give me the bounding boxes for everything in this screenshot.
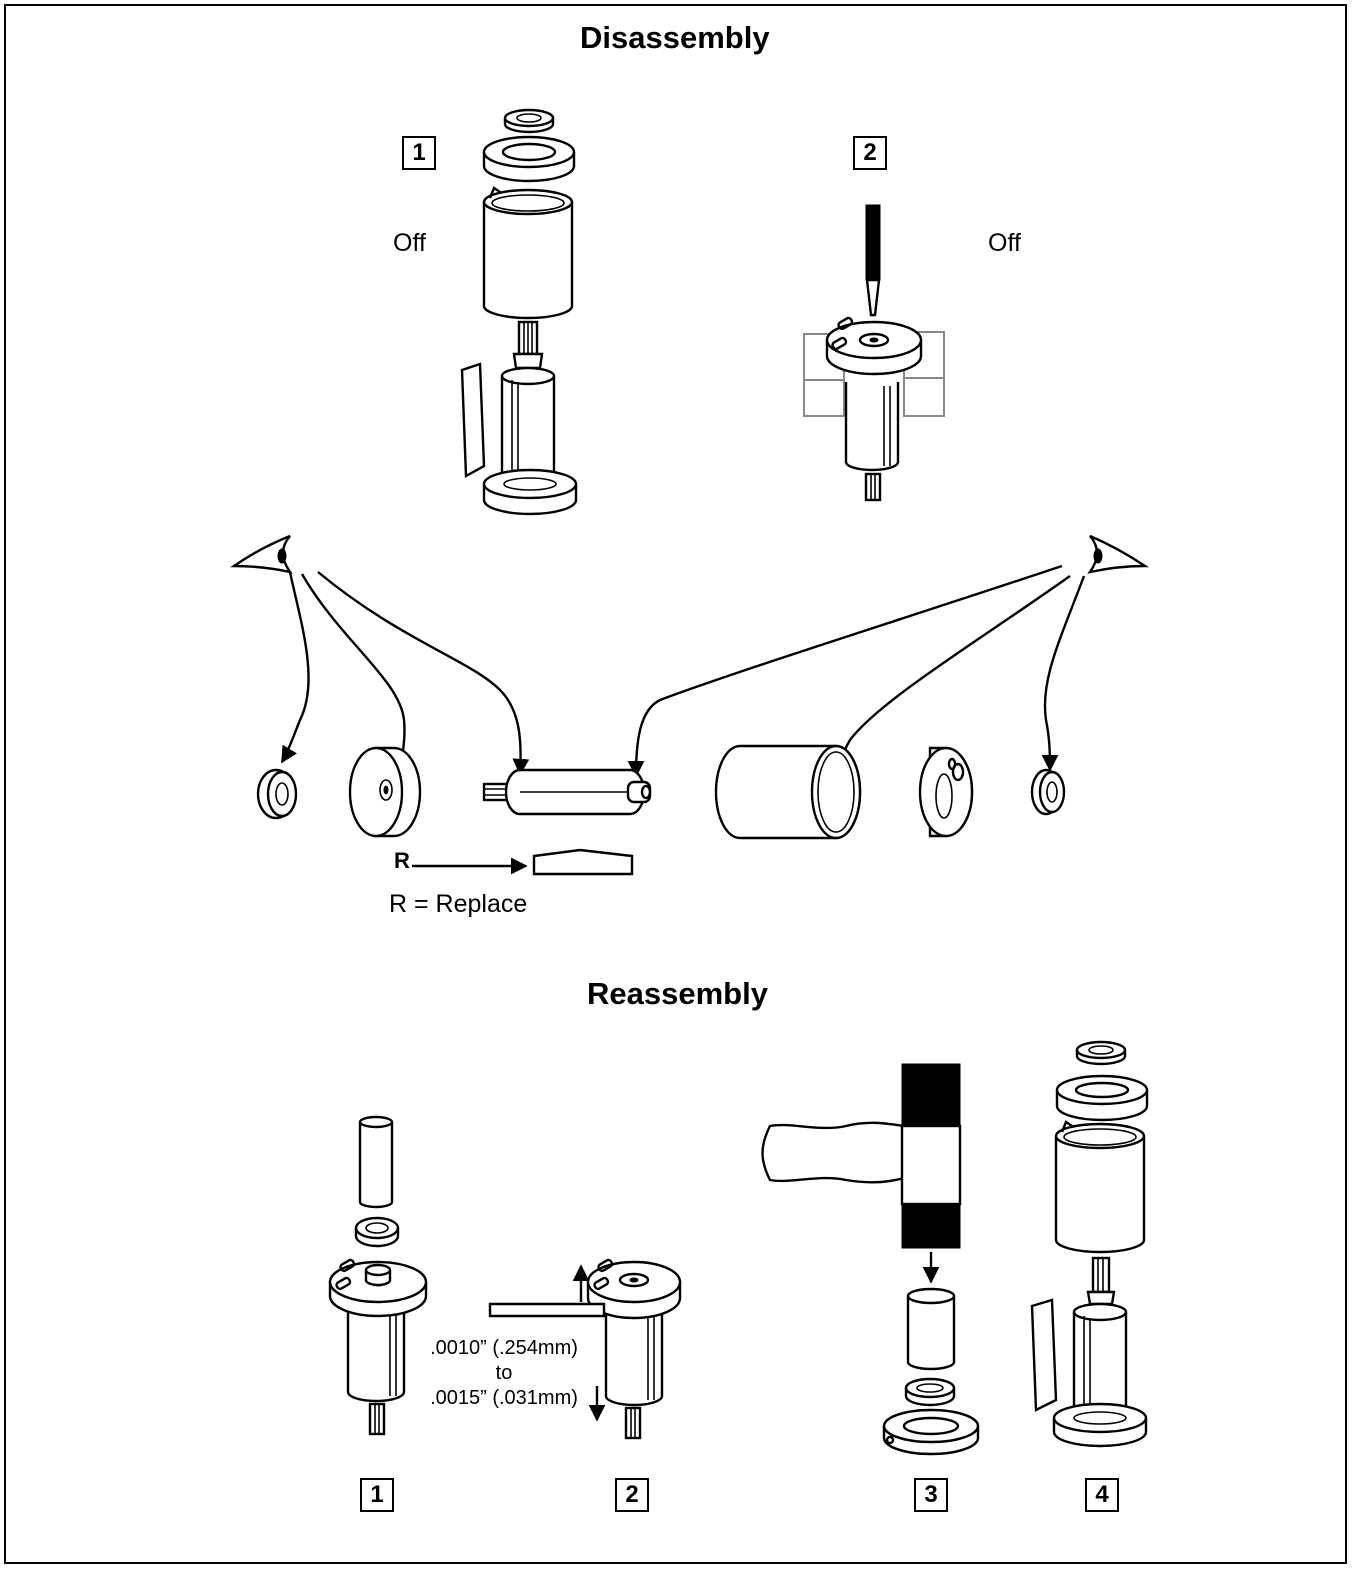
- clearance-spec: .0010” (.254mm) to .0015” (.031mm): [424, 1336, 584, 1411]
- cylinder: [482, 186, 574, 320]
- eye-icon-right: [1087, 534, 1149, 574]
- reassembly-step4-number: 4: [1085, 1478, 1119, 1512]
- disassembly-step2-label: Off: [988, 229, 1021, 257]
- vane: [460, 362, 486, 478]
- hammer-icon: [761, 1121, 906, 1184]
- replace-marker: R: [394, 848, 410, 873]
- small-seal: [503, 108, 555, 134]
- replace-legend: R = Replace: [389, 890, 528, 918]
- disassembly-step2-press: [803, 204, 945, 502]
- reassembly-step3-number: 3: [914, 1478, 948, 1512]
- clearance-line-2: to: [495, 1362, 513, 1384]
- disassembly-step2-number: 2: [853, 136, 887, 170]
- rotor-horizontal: [482, 768, 652, 816]
- end-plate-right: [918, 746, 974, 838]
- disassembly-step1-exploded-rotor: [460, 108, 578, 516]
- disassembly-step1-number: 1: [402, 136, 436, 170]
- reassembly-step3-press: [761, 1063, 980, 1456]
- reassembly-step2-number: 2: [615, 1478, 649, 1512]
- eye-icon-left: [230, 534, 293, 574]
- reassembly-step4-assembled: [1030, 1040, 1149, 1448]
- cylinder-horizontal: [714, 744, 862, 840]
- pin-punch-icon: [865, 204, 881, 317]
- end-plate-left: [348, 746, 422, 838]
- small-seal-right: [1030, 768, 1066, 816]
- exploded-parts-row: [256, 744, 1066, 876]
- reassembly-title: Reassembly: [587, 976, 768, 1011]
- clearance-line-3: .0015” (.031mm): [430, 1387, 578, 1409]
- clearance-line-1: .0010” (.254mm): [430, 1337, 578, 1359]
- small-seal-left: [256, 768, 298, 820]
- vane-horizontal: [532, 848, 634, 876]
- disassembly-title: Disassembly: [580, 20, 770, 55]
- reassembly-step1-parts: [328, 1115, 428, 1436]
- disassembly-step1-label: Off: [393, 229, 426, 257]
- end-plate: [482, 135, 576, 183]
- reassembly-step1-number: 1: [360, 1478, 394, 1512]
- rotor: [482, 320, 578, 516]
- reassembly-step2-clearance: [488, 1258, 682, 1440]
- diagram-frame: [4, 4, 1347, 1564]
